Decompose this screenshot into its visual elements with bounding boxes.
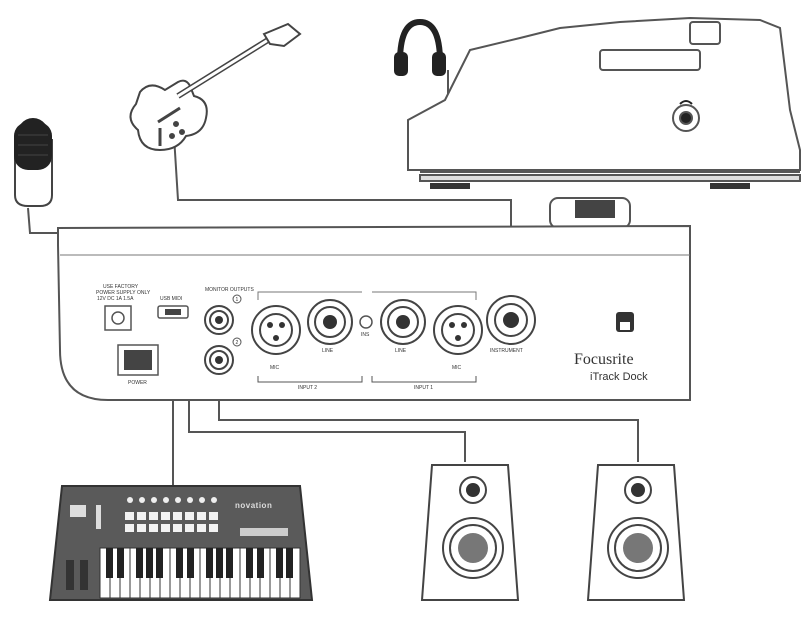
microphone	[14, 118, 53, 207]
input-2-line-label: LINE	[322, 348, 334, 354]
speaker-right	[586, 464, 686, 601]
monitor-output-1-jack[interactable]	[204, 305, 234, 335]
ins-led-label: INS	[361, 332, 370, 338]
black-keys	[106, 548, 293, 578]
usb-midi-label: USB MIDI	[160, 296, 182, 302]
instrument-jack[interactable]	[486, 295, 536, 345]
monitor-output-2-jack[interactable]	[204, 345, 234, 375]
model-name: iTrack Dock	[590, 371, 648, 383]
midi-keyboard: novation	[48, 485, 314, 601]
itrack-dock: USE FACTORY POWER SUPPLY ONLY 12V DC 1A …	[57, 197, 691, 401]
input-2-mic-jack[interactable]	[251, 305, 301, 355]
input-1-line-label: LINE	[395, 348, 407, 354]
headphones	[394, 18, 446, 76]
input-2-line-jack[interactable]	[307, 299, 353, 345]
input-1-mic-label: MIC	[452, 365, 462, 371]
input-2-group-label: INPUT 2	[298, 385, 317, 391]
monitor-outputs-label: MONITOR OUTPUTS	[205, 287, 254, 293]
white-keys	[99, 547, 301, 599]
input-1-mic-jack[interactable]	[433, 305, 483, 355]
instrument-label: INSTRUMENT	[490, 348, 523, 354]
monitor-output-1-number: 1	[236, 297, 239, 303]
keyboard-knobs	[127, 497, 217, 503]
keyboard-pads	[125, 512, 218, 532]
speaker-left	[420, 464, 520, 601]
input-1-line-jack[interactable]	[380, 299, 426, 345]
ins-led	[359, 315, 373, 329]
input-2-mic-label: MIC	[270, 365, 280, 371]
power-note-1: USE FACTORY	[103, 284, 139, 290]
brand-name: Focusrite	[574, 351, 634, 368]
keyboard-brand: novation	[235, 501, 272, 510]
monitor-output-2-number: 2	[236, 340, 239, 346]
mixer-device	[407, 16, 801, 189]
power-label: POWER	[128, 380, 147, 386]
guitar	[129, 22, 302, 152]
power-note-3: 12V DC 1A 1.5A	[97, 296, 134, 302]
input-1-group-label: INPUT 1	[414, 385, 433, 391]
power-note-2: POWER SUPPLY ONLY	[96, 290, 151, 296]
